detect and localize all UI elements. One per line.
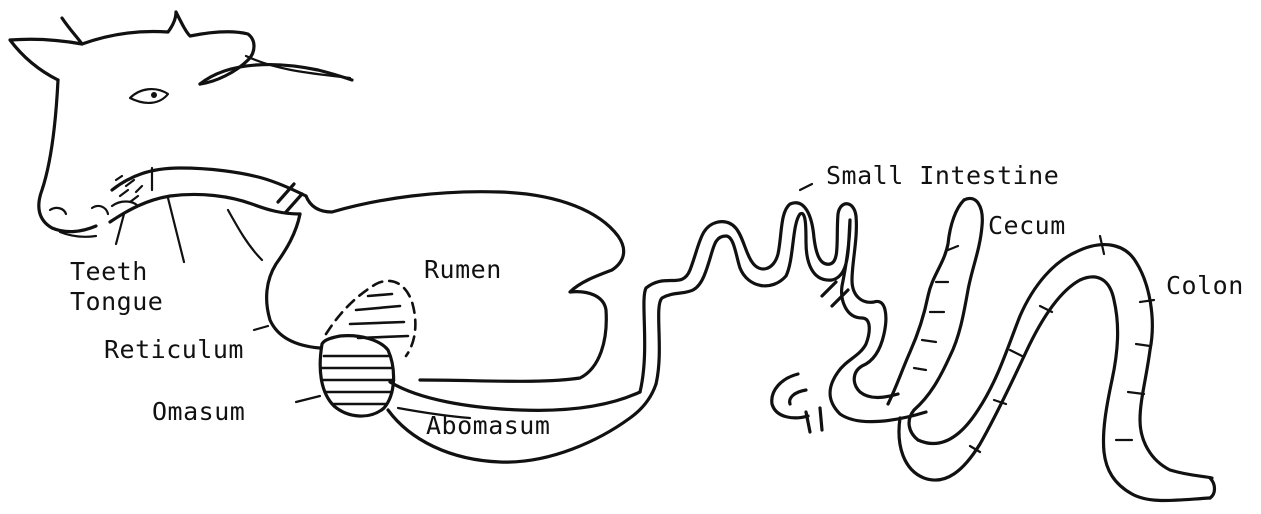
reticulum xyxy=(326,281,415,356)
label-cecum: Cecum xyxy=(988,212,1066,240)
label-teeth: Teeth xyxy=(70,258,148,286)
small-intestine xyxy=(640,184,926,432)
label-small-intestine: Small Intestine xyxy=(826,162,1059,190)
label-tongue: Tongue xyxy=(70,288,163,316)
label-omasum: Omasum xyxy=(152,398,245,426)
label-abomasum: Abomasum xyxy=(426,412,550,440)
label-reticulum: Reticulum xyxy=(104,336,244,364)
label-rumen: Rumen xyxy=(424,256,502,284)
cow-head xyxy=(10,12,352,237)
esophagus xyxy=(110,168,306,260)
label-colon: Colon xyxy=(1166,272,1244,300)
cecum xyxy=(888,198,982,440)
